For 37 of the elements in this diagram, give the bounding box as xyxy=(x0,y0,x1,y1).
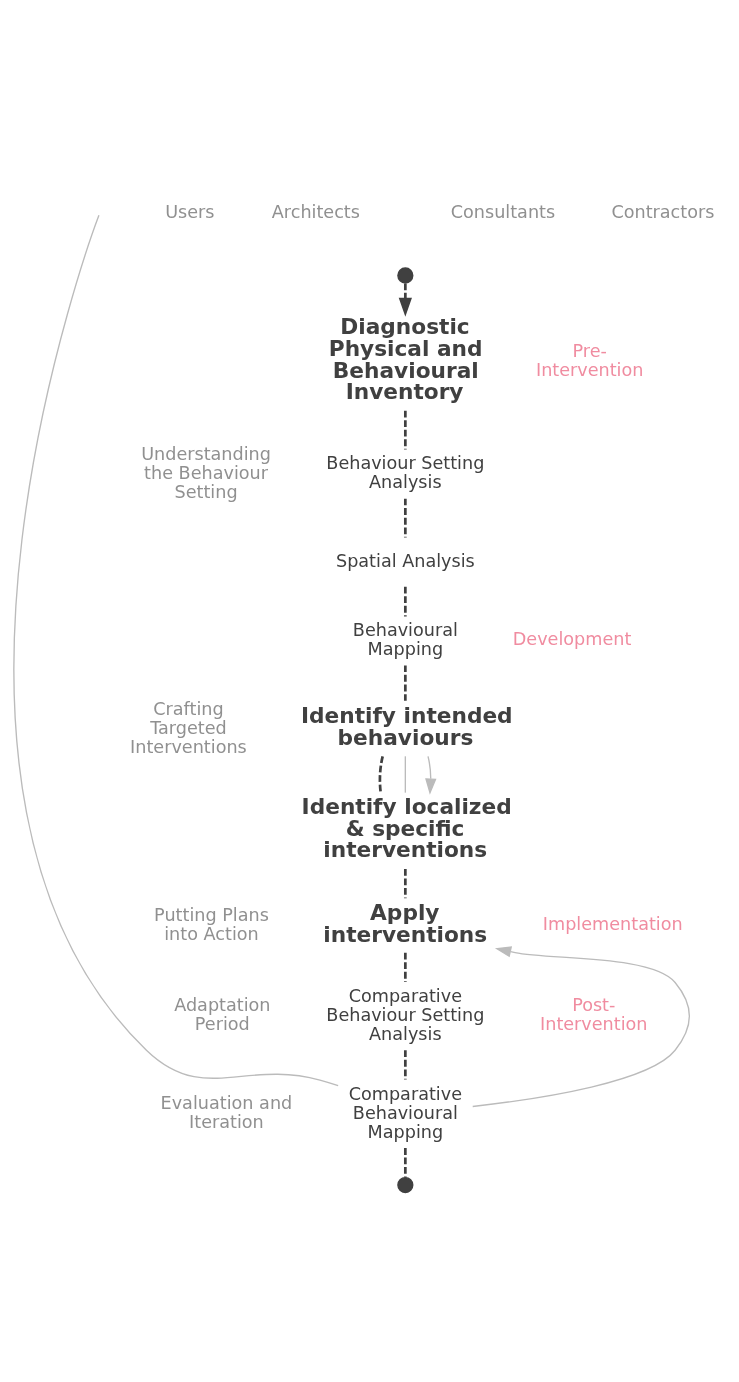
arrow xyxy=(398,283,412,317)
connector xyxy=(378,756,384,793)
connector xyxy=(404,1050,407,1080)
label: Contractors xyxy=(611,202,715,223)
node-text: Identify localized & specific interventions xyxy=(301,794,512,863)
node-text: Behaviour Setting Analysis xyxy=(326,453,485,493)
connector xyxy=(404,498,407,538)
label: Consultants xyxy=(450,202,556,223)
node-text: Comparative Behaviour Setting Analysis xyxy=(326,985,485,1044)
label: Adaptation Period xyxy=(174,995,271,1035)
arrow xyxy=(472,946,691,1108)
label: Putting Plans into Action xyxy=(154,904,269,944)
connector xyxy=(404,952,407,982)
connector xyxy=(14,214,339,1087)
node-text: Behavioural Mapping xyxy=(352,619,458,659)
label: Pre- Intervention xyxy=(535,340,644,380)
node-circle xyxy=(397,267,414,284)
node-text: Diagnostic Physical and Behavioural Inventory xyxy=(328,314,483,405)
connector xyxy=(404,755,406,794)
connector xyxy=(404,1147,407,1178)
node-circle xyxy=(397,1177,414,1194)
label: Development xyxy=(512,629,632,650)
label: Implementation xyxy=(542,914,683,935)
label: Understanding the Behaviour Setting xyxy=(141,443,271,502)
connector xyxy=(404,665,407,702)
arrow xyxy=(425,755,437,795)
connector xyxy=(404,868,407,899)
node-text: Comparative Behavioural Mapping xyxy=(348,1083,462,1142)
label: Architects xyxy=(271,202,360,223)
label: Post- Intervention xyxy=(540,995,648,1035)
connector xyxy=(404,586,407,617)
node-text: Apply interventions xyxy=(323,899,488,947)
node-text: Identify intended behaviours xyxy=(300,703,513,750)
label: Crafting Targeted Interventions xyxy=(130,698,247,757)
label: Evaluation and Iteration xyxy=(160,1093,293,1133)
label: Users xyxy=(165,202,215,223)
node-text: Spatial Analysis xyxy=(335,550,475,571)
